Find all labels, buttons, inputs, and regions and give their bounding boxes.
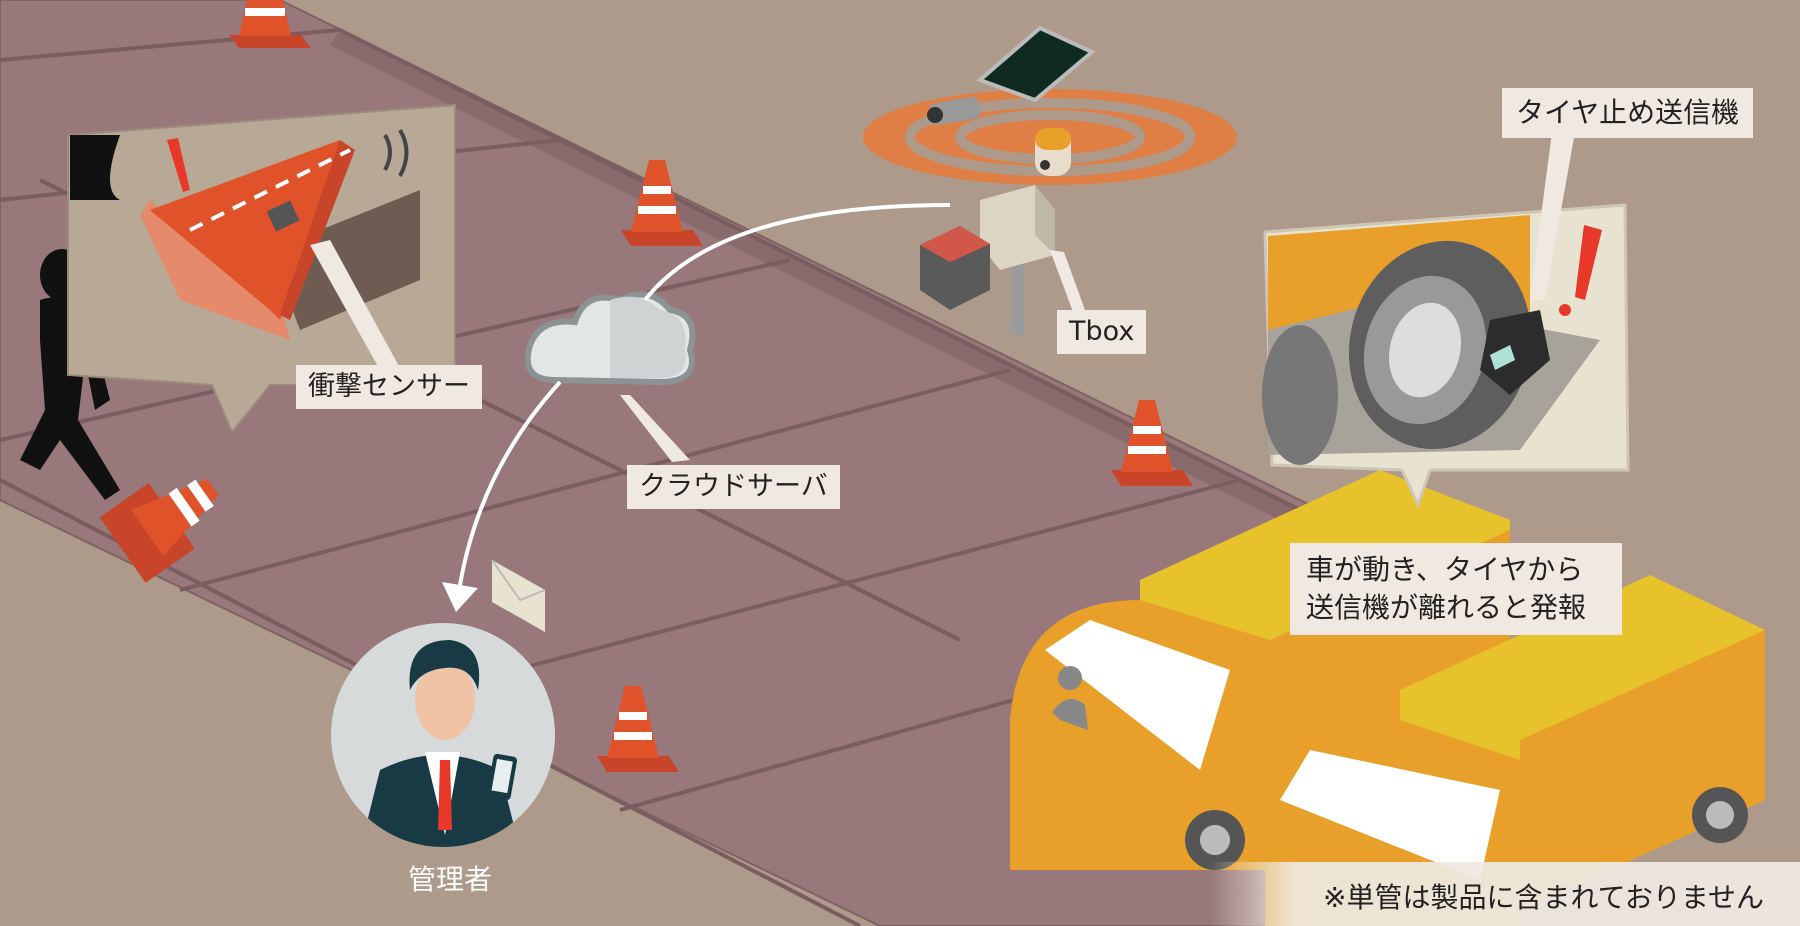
tbox-label: Tbox [1057, 310, 1147, 355]
email-envelope-icon [491, 559, 546, 632]
tire-stop-callout [1262, 132, 1630, 510]
truck-tire-icon [1262, 240, 1532, 465]
red-box-device [920, 226, 990, 310]
cloud-to-admin-arrow [458, 380, 562, 586]
traffic-cone [597, 686, 679, 772]
cloud-icon [524, 291, 696, 462]
solar-panel-icon [976, 25, 1096, 103]
monitoring-pole [920, 25, 1096, 335]
camera-icon [927, 96, 981, 126]
fallen-traffic-cone [99, 478, 219, 583]
tbox-device [980, 185, 1055, 270]
vibration-icon [383, 128, 409, 177]
driver-silhouette-icon [1052, 666, 1088, 730]
cloud-server-label: クラウドサーバ [627, 465, 840, 510]
leaning-cone-with-sensor [140, 140, 355, 340]
alarm-condition-line-1: 車が動き、タイヤから [1306, 553, 1584, 586]
traffic-cone-top [229, 0, 311, 48]
tbox-to-cloud-arrow [643, 203, 951, 302]
alarm-condition-label: 車が動き、タイヤから 送信機が離れると発報 [1290, 543, 1622, 635]
administrator-label: 管理者 [407, 863, 492, 896]
impact-sensor-label: 衝撃センサー [296, 365, 482, 410]
tire-stop-transmitter-label: タイヤ止め送信機 [1502, 88, 1754, 138]
alert-exclamation-icon [1559, 225, 1602, 316]
alarm-condition-line-2: 送信機が離れると発報 [1306, 590, 1587, 624]
traffic-cone [1111, 400, 1193, 486]
impact-sensor-callout [67, 103, 456, 434]
footnote-text: ※単管は製品に含まれておりません [1323, 881, 1764, 914]
administrator-avatar [331, 623, 555, 847]
traffic-cone [621, 160, 703, 246]
transmitter-device-icon [1480, 310, 1550, 395]
warning-light-icon [1035, 128, 1071, 176]
footnote-bar: ※単管は製品に含まれておりません [1210, 862, 1800, 926]
truck-front [1265, 575, 1765, 926]
arrow-head [442, 582, 478, 612]
smartphone-icon [486, 753, 518, 801]
